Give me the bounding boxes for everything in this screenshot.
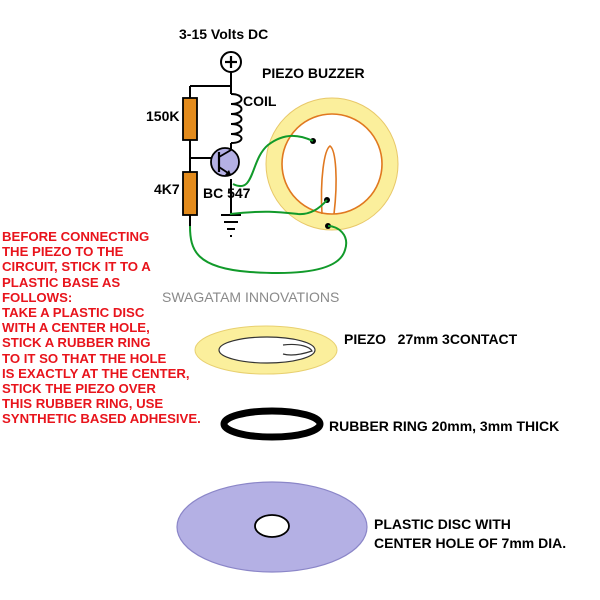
coil-label: COIL [243,93,277,109]
piezo-element-illustration [194,325,338,375]
instruction-line: PLASTIC BASE AS [2,274,121,290]
instruction-line: IS EXACTLY AT THE CENTER, [2,365,190,381]
instruction-line: TAKE A PLASTIC DISC [2,305,145,321]
resistor-150k [182,97,198,141]
transistor-bc547-icon [210,147,240,177]
plastic-disc-label-line1: PLASTIC DISC WITH [374,516,511,532]
rubber-ring-illustration [220,407,324,441]
instruction-line: SYNTHETIC BASED ADHESIVE. [2,411,201,427]
coil-icon [230,93,243,144]
ground-icon [221,214,241,237]
instruction-line: STICK THE PIEZO OVER [2,381,156,397]
instruction-line: BEFORE CONNECTING [2,229,150,244]
piezo-buzzer-disc [265,97,399,231]
instruction-line: THIS RUBBER RING, USE [2,396,164,412]
transistor-label: BC 547 [203,185,251,201]
instruction-line: TO IT SO THAT THE HOLE [2,350,167,366]
instruction-line: WITH A CENTER HOLE, [2,320,150,336]
rubber-ring-label: RUBBER RING 20mm, 3mm THICK [329,418,559,434]
resistor-150k-label: 150K [146,108,179,124]
positive-terminal-icon [220,51,242,73]
resistor-4k7-label: 4K7 [154,181,180,197]
watermark-text: SWAGATAM INNOVATIONS [162,289,339,305]
instruction-line: CIRCUIT, STICK IT TO A [2,259,151,275]
buzzer-wires [189,134,348,275]
plastic-disc-illustration [176,481,368,573]
supply-voltage-label: 3-15 Volts DC [179,26,268,42]
assembly-instructions: BEFORE CONNECTING THE PIEZO TO THE CIRCU… [2,229,201,427]
plastic-disc-label-line2: CENTER HOLE OF 7mm DIA. [374,535,566,551]
piezo-buzzer-label: PIEZO BUZZER [262,65,365,81]
piezo-part-label: PIEZO 27mm 3CONTACT [344,331,518,347]
instruction-line: STICK A RUBBER RING [2,335,151,351]
instruction-line: THE PIEZO TO THE [2,244,124,260]
instruction-line: FOLLOWS: [2,289,73,305]
resistor-4k7 [182,171,198,216]
